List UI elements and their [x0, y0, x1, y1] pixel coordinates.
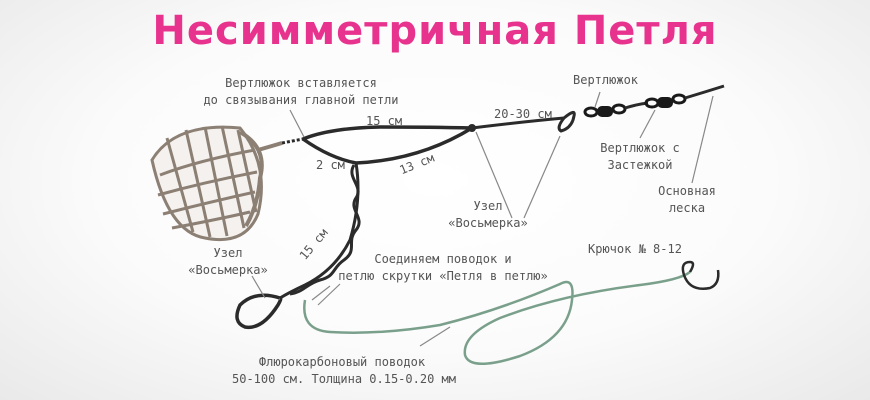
line-to-loop	[471, 116, 565, 130]
label-knot-left: Узел «Восьмерка»	[188, 246, 268, 277]
leader-loop	[235, 293, 283, 330]
feeder-cage	[150, 125, 283, 242]
label-swivel-insert: Вертлюжок вставляется до связывания глав…	[203, 76, 399, 107]
loop-lower-arm	[301, 126, 473, 165]
label-fluoro: Флюрокарбоновый поводок 50-100 см. Толщи…	[232, 355, 456, 386]
label-swivel-snap: Вертлюжок с Застежкой	[600, 141, 680, 172]
braided-leg	[279, 162, 361, 300]
label-connect: Соединяем поводок и петлю скрутки «Петля…	[338, 252, 548, 283]
hook-icon	[681, 260, 720, 290]
label-len-2: 2 см	[316, 158, 345, 172]
fluoro-leader	[303, 270, 691, 365]
label-swivel: Вертлюжок	[573, 73, 639, 87]
swivel-icon	[583, 103, 627, 118]
label-hook: Крючок № 8-12	[588, 242, 682, 256]
pointer-lines	[251, 91, 714, 347]
label-len-15: 15 см	[366, 114, 403, 128]
small-loop	[557, 111, 576, 133]
label-knot-right: Узел «Восьмерка»	[448, 199, 528, 230]
swivel-snap-icon	[644, 93, 687, 109]
feeder-link	[281, 137, 304, 145]
page-title: Несимметричная Петля	[152, 8, 718, 54]
label-main-line: Основная леска	[658, 184, 716, 215]
loop-long-arm	[302, 125, 473, 141]
label-len-20-30: 20-30 см	[494, 107, 552, 121]
main-line	[684, 84, 725, 100]
